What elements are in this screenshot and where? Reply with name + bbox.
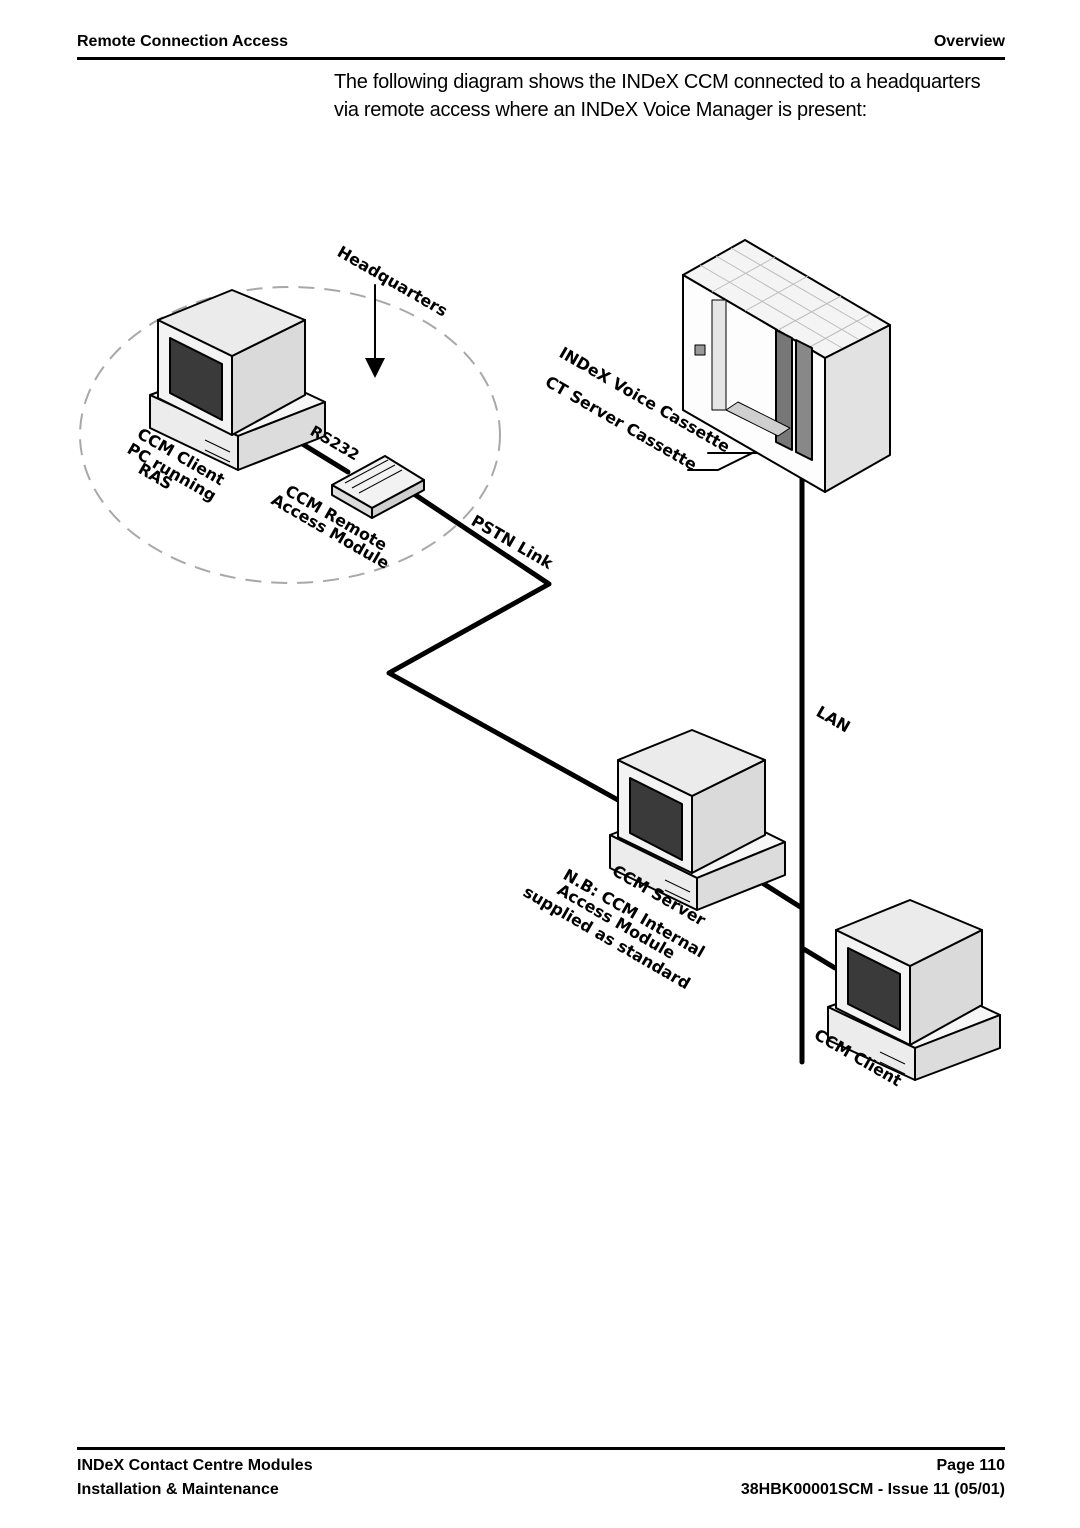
footer-subtitle: Installation & Maintenance [77,1481,279,1498]
footer-title: INDeX Contact Centre Modules [77,1457,313,1474]
page-footer: INDeX Contact Centre Modules Page 110 In… [77,1447,1005,1498]
page-header: Remote Connection Access Overview [77,33,1005,60]
headquarters-label: Headquarters [334,242,451,320]
pstn-link-line [386,485,621,803]
lan-label: LAN [813,702,854,736]
chapter-title: Overview [933,33,1005,50]
document-reference: 38HBK00001SCM - Issue 11 (05/01) [740,1481,1005,1498]
ccm-remote-access-module [331,455,425,519]
rack-cabinet [682,239,891,493]
intro-paragraph: The following diagram shows the INDeX CC… [334,71,981,121]
page-number: Page 110 [936,1457,1006,1474]
pstn-label: PSTN Link [468,511,556,573]
ccm-client-pc-hq [149,289,326,471]
ccm-server-pc [609,729,786,911]
ccm-client-pc [827,899,1001,1081]
lan-drop-client [799,945,838,971]
headquarters-boundary [79,286,501,584]
section-title: Remote Connection Access [77,33,289,50]
rs232-label: RS232 [307,422,362,464]
